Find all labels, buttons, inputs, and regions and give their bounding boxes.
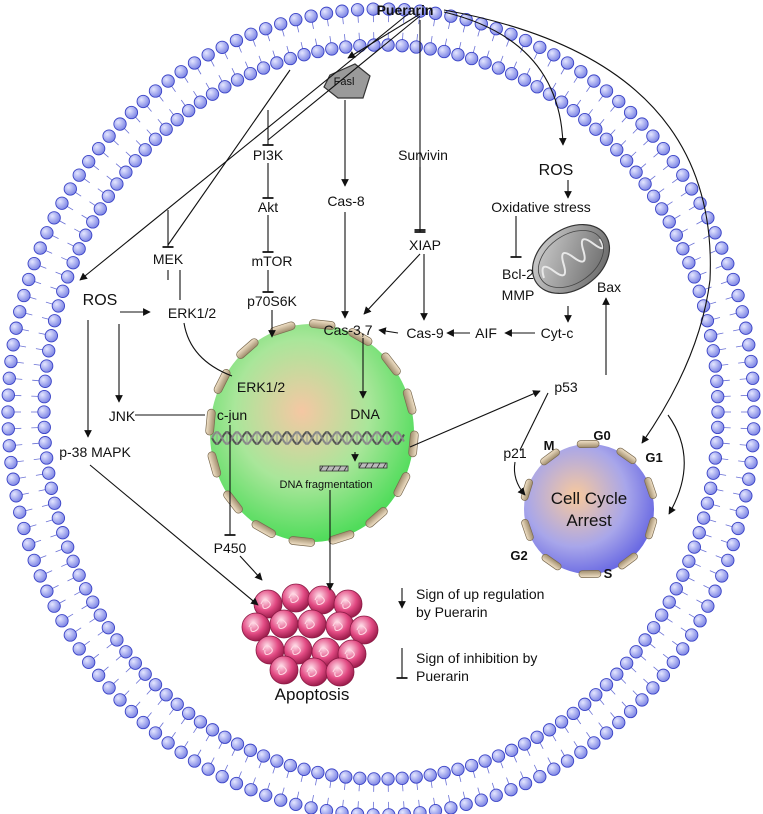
- phase-s-label: S: [604, 566, 613, 581]
- p53-label: p53: [554, 379, 578, 395]
- mmp-label: MMP: [502, 287, 535, 303]
- aif-label: AIF: [475, 325, 497, 341]
- jnk-label: JNK: [109, 408, 136, 424]
- cytc-label: Cyt-c: [541, 325, 574, 341]
- survivin-label: Survivin: [398, 147, 448, 163]
- dna-helix: [211, 431, 405, 445]
- legend-inhibit-line2: Puerarin: [416, 668, 469, 684]
- phase-g0-label: G0: [593, 428, 610, 443]
- edge-puerarin-pi3k: [267, 15, 421, 141]
- puerarin-label: Puerarin: [377, 2, 434, 18]
- edge-puerarin-mek: [167, 69, 291, 246]
- cell-cycle-cell: [520, 440, 658, 578]
- cas9-label: Cas-9: [406, 325, 444, 341]
- cell-cycle-label-1: Cell Cycle: [551, 489, 628, 508]
- phase-m-label: M: [544, 438, 555, 453]
- phase-g2-label: G2: [510, 548, 527, 563]
- legend: Sign of up regulation by Puerarin Sign o…: [396, 586, 544, 684]
- erk12-nuc-label: ERK1/2: [237, 379, 285, 395]
- mtor-label: mTOR: [252, 253, 293, 269]
- edge-puerarin-ros-right: [443, 11, 567, 146]
- p70s6k-label: p70S6K: [247, 293, 297, 309]
- akt-label: Akt: [258, 199, 278, 215]
- edge-puerarin-g1: [443, 9, 711, 444]
- node-labels: Puerarin PI3K Akt mTOR p70S6K MEK ERK1/2…: [59, 2, 662, 704]
- erk12-cyto-label: ERK1/2: [168, 305, 216, 321]
- pi3k-label: PI3K: [253, 147, 284, 163]
- cell-cycle-label-2: Arrest: [566, 511, 612, 530]
- cas8-label: Cas-8: [327, 193, 365, 209]
- legend-inhibit-line1: Sign of inhibition by: [416, 650, 537, 666]
- ros-right-label: ROS: [539, 162, 574, 179]
- ros-left-label: ROS: [83, 292, 118, 309]
- dna-fragmentation-label: DNA fragmentation: [280, 479, 373, 491]
- dna-label: DNA: [350, 406, 380, 422]
- edge-puerarin-ros-left: [79, 13, 409, 281]
- fasl-receptor: Fasl: [323, 63, 371, 99]
- edge-puerarin-fasl: [347, 13, 421, 59]
- oxidative-stress-label: Oxidative stress: [491, 199, 591, 215]
- nuclear-envelope: [205, 319, 419, 547]
- p21-label: p21: [503, 445, 527, 461]
- xiap-label: XIAP: [409, 237, 441, 253]
- apoptotic-bodies: [241, 583, 379, 687]
- p450-label: P450: [214, 540, 247, 556]
- dna-fragments: [319, 462, 388, 472]
- legend-up-line2: by Puerarin: [416, 604, 488, 620]
- mitochondrion: [531, 223, 611, 295]
- phase-g1-label: G1: [645, 450, 662, 465]
- legend-up-line1: Sign of up regulation: [416, 586, 544, 602]
- fasl-label: Fasl: [334, 76, 355, 88]
- bcl2-label: Bcl-2: [502, 266, 534, 282]
- mek-label: MEK: [153, 251, 184, 267]
- apoptosis-label: Apoptosis: [275, 685, 350, 704]
- cas37-label: Cas-3,7: [323, 322, 372, 338]
- connectors: [79, 9, 711, 606]
- p38-label: p-38 MAPK: [59, 444, 131, 460]
- cjun-label: c-jun: [217, 407, 247, 423]
- bax-label: Bax: [597, 279, 621, 295]
